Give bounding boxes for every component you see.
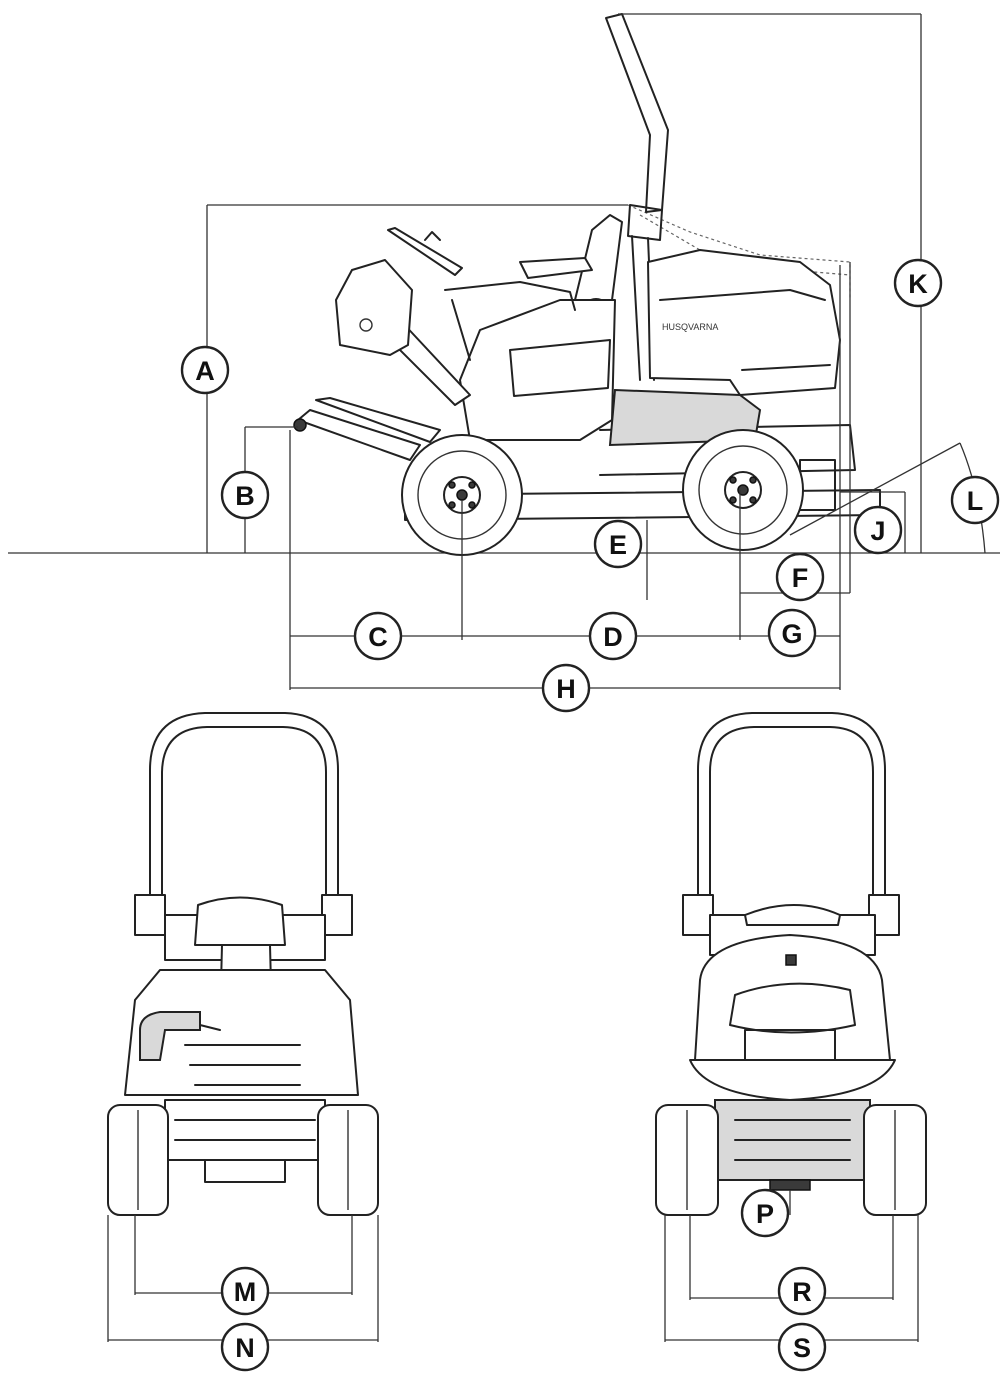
svg-text:L: L bbox=[967, 486, 984, 516]
callout-r: R bbox=[777, 1266, 827, 1316]
engine-block bbox=[608, 388, 762, 447]
rear-view: P R S bbox=[655, 712, 927, 1372]
svg-text:F: F bbox=[792, 563, 809, 593]
svg-text:J: J bbox=[870, 516, 885, 546]
rear-roll-bar bbox=[697, 712, 886, 896]
svg-text:E: E bbox=[609, 530, 627, 560]
callout-p: P bbox=[740, 1188, 790, 1238]
callout-h: H bbox=[541, 663, 591, 713]
svg-text:C: C bbox=[368, 622, 388, 652]
front-cowl bbox=[335, 259, 413, 356]
callout-s: S bbox=[777, 1322, 827, 1372]
callout-d: D bbox=[588, 611, 638, 661]
callout-b: B bbox=[220, 470, 270, 520]
svg-text:K: K bbox=[908, 269, 928, 299]
side-view: HUSQVARNA bbox=[8, 13, 1000, 713]
svg-text:B: B bbox=[235, 481, 255, 511]
callout-k: K bbox=[893, 258, 943, 308]
front-wheel bbox=[401, 434, 523, 556]
callout-e: E bbox=[593, 519, 643, 569]
grass-collector bbox=[647, 249, 841, 396]
callout-j: J bbox=[853, 505, 903, 555]
svg-text:R: R bbox=[792, 1277, 812, 1307]
front-roll-bar bbox=[149, 712, 339, 896]
svg-text:S: S bbox=[793, 1333, 811, 1363]
callout-n: N bbox=[220, 1322, 270, 1372]
svg-text:D: D bbox=[603, 622, 623, 652]
armrest bbox=[519, 257, 593, 279]
callout-f: F bbox=[775, 552, 825, 602]
svg-text:N: N bbox=[235, 1333, 255, 1363]
callout-c: C bbox=[353, 611, 403, 661]
front-body bbox=[124, 969, 359, 1096]
callout-g: G bbox=[767, 608, 817, 658]
svg-text:H: H bbox=[556, 674, 576, 704]
roll-bar bbox=[605, 13, 669, 213]
callout-m: M bbox=[220, 1266, 270, 1316]
front-lift-arm bbox=[297, 409, 421, 461]
front-seat bbox=[194, 896, 286, 946]
svg-text:G: G bbox=[781, 619, 802, 649]
callout-a: A bbox=[180, 345, 230, 395]
svg-text:M: M bbox=[234, 1277, 257, 1307]
svg-text:P: P bbox=[756, 1199, 774, 1229]
svg-text:A: A bbox=[195, 356, 215, 386]
steering-wheel bbox=[387, 227, 463, 276]
rear-wheel bbox=[682, 429, 804, 551]
callout-l: L bbox=[950, 475, 1000, 525]
brand-text: HUSQVARNA bbox=[662, 322, 718, 332]
front-view: M N bbox=[107, 712, 379, 1372]
